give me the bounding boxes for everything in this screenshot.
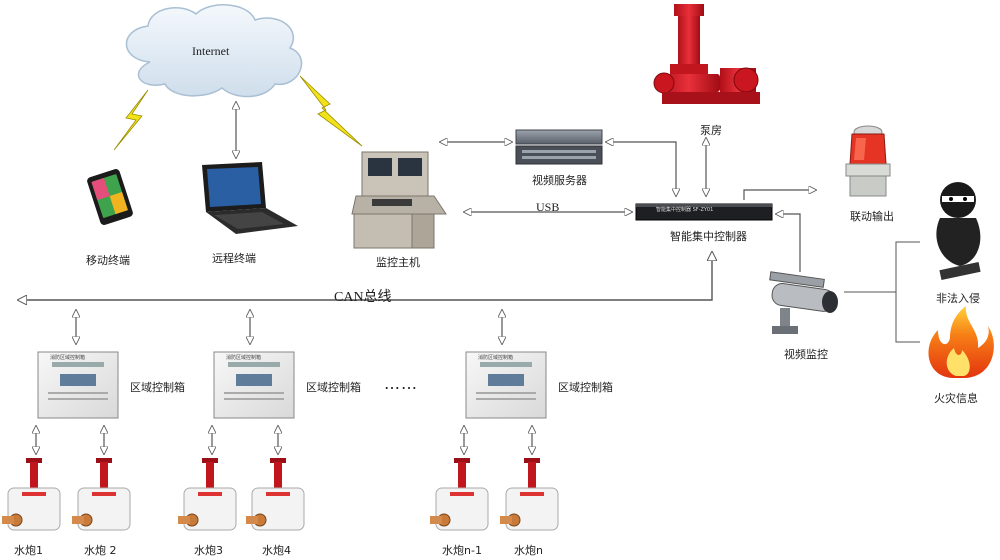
video-server-icon (515, 129, 603, 165)
linkage-output-label: 联动输出 (850, 210, 894, 223)
cannon-label: 水炮1 (14, 544, 43, 557)
cannon-label: 水炮3 (194, 544, 223, 557)
ellipsis-label: …… (384, 374, 418, 393)
controller-label: 智能集中控制器 (670, 230, 747, 243)
zone-box-label: 区域控制箱 (130, 381, 185, 394)
pump-room-label: 泵房 (700, 124, 722, 137)
video-monitor-label: 视频监控 (784, 348, 828, 361)
internet-label: Internet (192, 44, 230, 58)
link-arrow (606, 142, 676, 196)
mobile-phone-icon (87, 169, 133, 225)
zone-box-panel-title: 消防区域控制箱 (478, 355, 514, 361)
can-bus-label: CAN总线 (334, 290, 392, 305)
zone-box-label: 区域控制箱 (306, 381, 361, 394)
monitoring-console-icon (351, 151, 447, 249)
usb-label: USB (536, 200, 560, 214)
mobile-terminal-label: 移动终端 (86, 254, 130, 267)
zone-box-panel-title: 消防区域控制箱 (50, 355, 86, 361)
cannon-label: 水炮4 (262, 544, 291, 557)
fire-pump-icon (653, 4, 760, 104)
laptop-icon (202, 162, 298, 234)
zone-control-box-icon (37, 351, 119, 419)
cannon-label: 水炮n (514, 544, 543, 557)
cannon-label: 水炮n-1 (442, 544, 482, 557)
fire-info-label: 火灾信息 (934, 392, 978, 405)
can-bus-line (18, 252, 712, 300)
wireless-link-icon (113, 89, 149, 151)
fire-icon (928, 306, 994, 378)
wireless-link-icon (299, 75, 363, 147)
water-cannon-icon (72, 458, 131, 531)
water-cannon-icon (246, 458, 305, 531)
link-arrow (743, 190, 816, 200)
cannon-label: 水炮 2 (84, 544, 117, 557)
alarm-beacon-icon (845, 125, 891, 197)
water-cannon-icon (2, 458, 61, 531)
controller-panel-text: 智能集中控制器 SF-ZY01 (656, 207, 714, 213)
internet-cloud-icon (125, 4, 303, 98)
water-cannon-icon (430, 458, 489, 531)
intrusion-label: 非法入侵 (936, 292, 980, 305)
monitor-host-label: 监控主机 (376, 256, 420, 269)
zone-control-box-icon (465, 351, 547, 419)
water-cannon-icon (178, 458, 237, 531)
zone-box-label: 区域控制箱 (558, 381, 613, 394)
intruder-icon (936, 182, 981, 281)
central-controller-icon (635, 203, 773, 221)
video-server-label: 视频服务器 (532, 174, 587, 187)
water-cannon-icon (500, 458, 559, 531)
zone-control-box-icon (213, 351, 295, 419)
security-camera-icon (769, 271, 838, 334)
remote-terminal-label: 远程终端 (212, 252, 256, 265)
link-arrow (776, 214, 801, 272)
zone-box-panel-title: 消防区域控制箱 (226, 355, 262, 361)
